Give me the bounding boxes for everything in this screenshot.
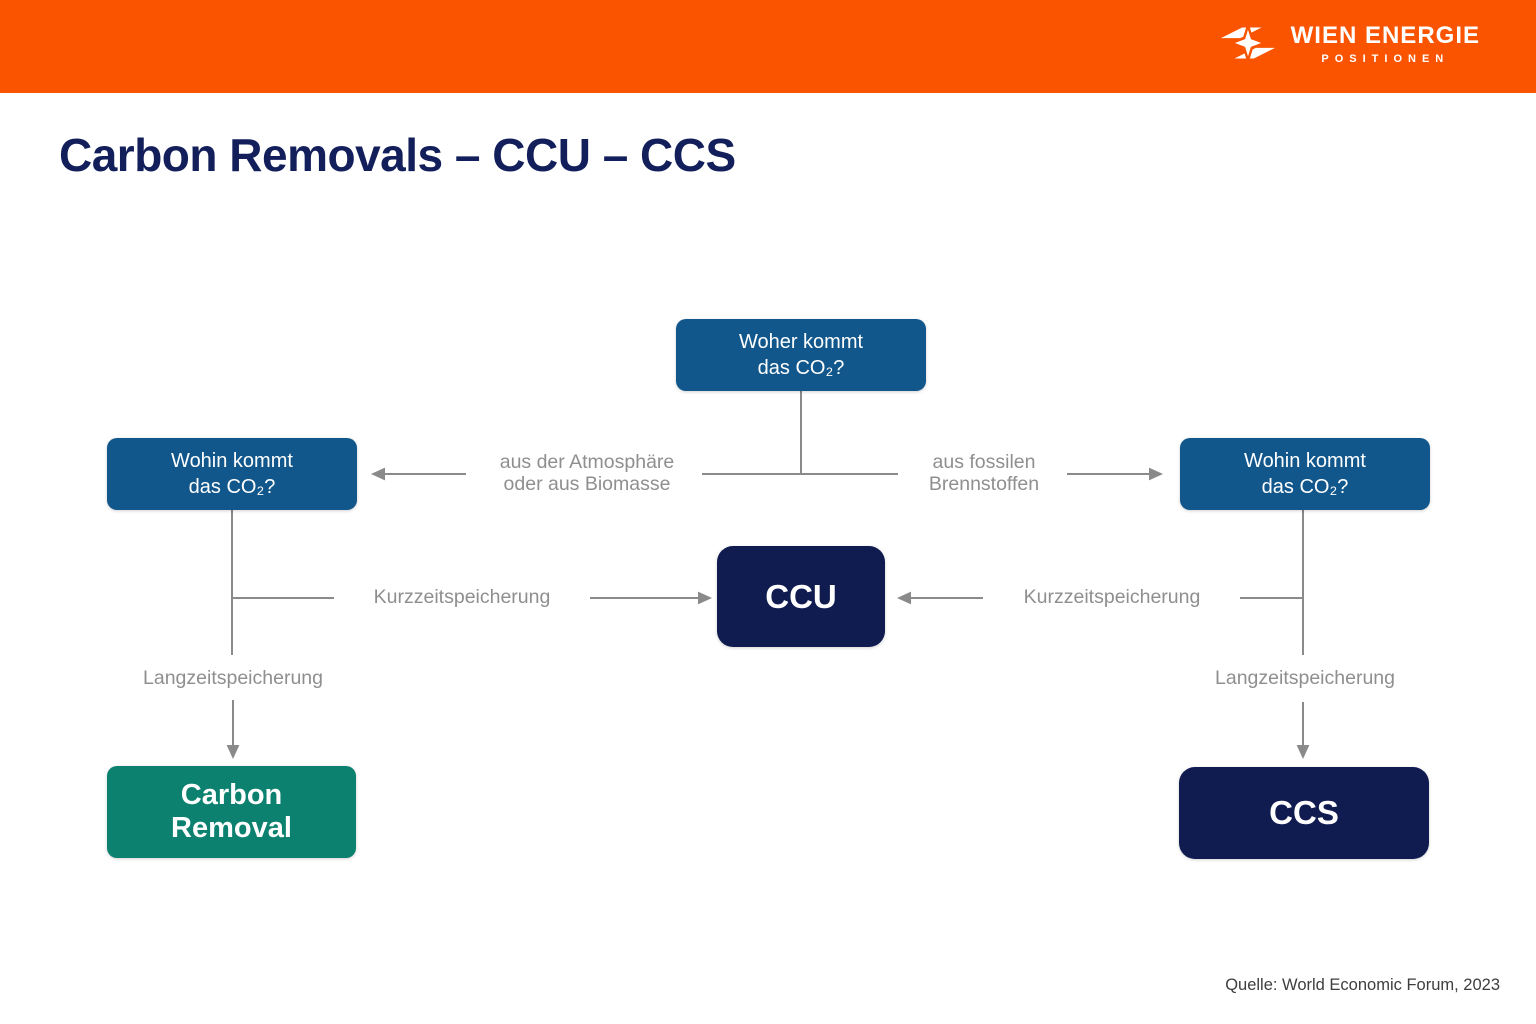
node-text-line: Removal bbox=[171, 812, 292, 844]
node-text-line: Carbon bbox=[180, 779, 283, 811]
node-woher-kommt-co2: Woher kommt das CO₂? bbox=[676, 319, 926, 391]
node-ccu: CCU bbox=[717, 546, 885, 647]
edge-label-line: Brennstoffen bbox=[928, 472, 1040, 495]
edge-label-langzeitspeicherung-right: Langzeitspeicherung bbox=[1215, 667, 1395, 689]
edge-label-atmosphere: aus der Atmosphäre oder aus Biomasse bbox=[447, 451, 727, 495]
node-wohin-kommt-co2-left: Wohin kommt das CO₂? bbox=[107, 438, 357, 510]
edge-label-kurzzeitspeicherung-left: Kurzzeitspeicherung bbox=[373, 586, 551, 608]
node-text-line: Wohin kommt bbox=[171, 450, 293, 472]
node-wohin-kommt-co2-right: Wohin kommt das CO₂? bbox=[1180, 438, 1430, 510]
node-carbon-removal: Carbon Removal bbox=[107, 766, 356, 858]
node-text-line: CCU bbox=[765, 577, 837, 615]
edge-label-line: aus der Atmosphäre bbox=[499, 451, 675, 473]
edge-label-line: aus fossilen bbox=[932, 451, 1036, 473]
node-ccs: CCS bbox=[1179, 767, 1429, 859]
brand-subtitle: POSITIONEN bbox=[1321, 52, 1450, 65]
header-bar: WIEN ENERGIE POSITIONEN bbox=[0, 0, 1536, 93]
edge-label-kurzzeitspeicherung-right: Kurzzeitspeicherung bbox=[1023, 586, 1201, 608]
wien-energie-logo-icon bbox=[1219, 21, 1277, 65]
brand-name: WIEN ENERGIE bbox=[1290, 21, 1480, 49]
node-text-line: CCS bbox=[1269, 794, 1339, 831]
node-text-line: das CO₂? bbox=[757, 357, 845, 379]
node-text-line: Wohin kommt bbox=[1244, 450, 1366, 472]
page-title: Carbon Removals – CCU – CCS bbox=[59, 129, 736, 181]
edge-label-langzeitspeicherung-left: Langzeitspeicherung bbox=[143, 667, 323, 689]
node-text-line: das CO₂? bbox=[1261, 476, 1349, 498]
wien-energie-logo: WIEN ENERGIE POSITIONEN bbox=[1219, 21, 1480, 65]
wien-energie-logo-text: WIEN ENERGIE POSITIONEN bbox=[1291, 22, 1480, 65]
edge-label-fossil: aus fossilen Brennstoffen bbox=[864, 451, 1104, 495]
source-attribution: Quelle: World Economic Forum, 2023 bbox=[1225, 976, 1500, 994]
node-text-line: Woher kommt bbox=[738, 331, 864, 353]
node-text-line: das CO₂? bbox=[188, 476, 276, 498]
edge-label-line: oder aus Biomasse bbox=[503, 472, 671, 495]
